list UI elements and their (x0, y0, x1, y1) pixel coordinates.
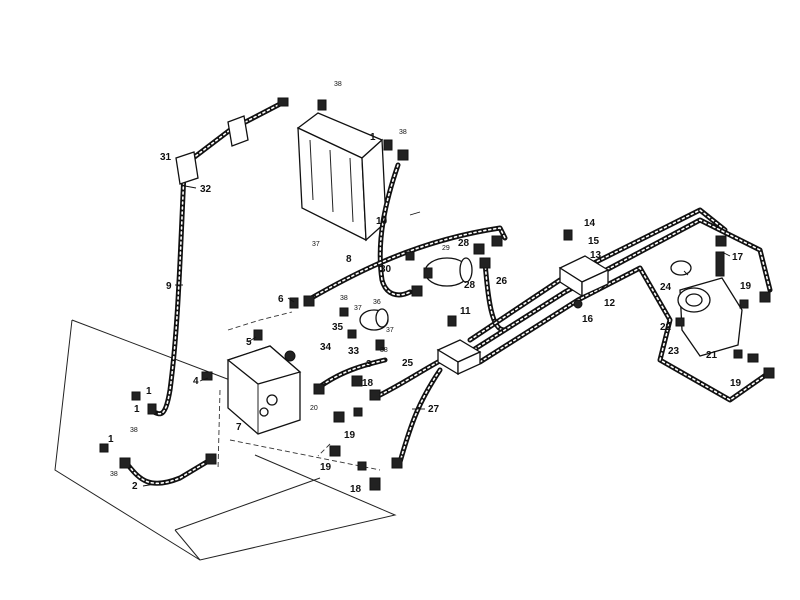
callout-26: 26 (496, 276, 508, 287)
callout-labels: 38 1 38 31 32 10 37 9 8 30 29 28 28 26 6… (108, 81, 752, 495)
callout-38: 38 (334, 81, 342, 88)
callout-34: 34 (320, 342, 332, 353)
callout-3: 3 (366, 359, 372, 370)
callout-38: 38 (380, 347, 388, 354)
callout-20: 20 (310, 405, 318, 412)
valve-block-7 (226, 345, 302, 435)
callout-38: 38 (340, 295, 348, 302)
callout-25: 25 (402, 358, 414, 369)
callout-37: 37 (354, 305, 362, 312)
manifold-12 (558, 255, 610, 309)
hose-27 (397, 367, 443, 465)
callout-32: 32 (200, 184, 212, 195)
manifold-front (436, 339, 482, 376)
callout-1: 1 (108, 434, 114, 445)
callout-31: 31 (160, 152, 172, 163)
fittings (99, 97, 775, 491)
callout-37: 37 (386, 327, 394, 334)
callout-19: 19 (320, 462, 332, 473)
callout-18: 18 (362, 378, 374, 389)
callout-29: 29 (442, 245, 450, 252)
callout-9: 9 (166, 281, 172, 292)
solenoid-36 (359, 308, 389, 331)
callout-37: 37 (312, 241, 320, 248)
callout-19: 19 (740, 281, 752, 292)
callout-27: 27 (428, 404, 440, 415)
o-ring-24 (670, 260, 692, 276)
leader-lines (142, 185, 731, 487)
hose-8 (305, 225, 508, 303)
callout-22: 22 (660, 322, 672, 333)
callout-36: 36 (373, 299, 381, 306)
callout-24: 24 (660, 282, 672, 293)
callout-11: 11 (460, 306, 471, 317)
hose-2 (125, 457, 213, 486)
callout-2: 2 (132, 481, 138, 492)
callout-19: 19 (344, 430, 356, 441)
callout-19: 19 (730, 378, 742, 389)
callout-10: 10 (376, 216, 388, 227)
callout-12: 12 (604, 298, 616, 309)
callout-30: 30 (380, 264, 392, 275)
callout-28: 28 (458, 238, 470, 249)
filter-29 (423, 257, 473, 287)
callout-35: 35 (332, 322, 344, 333)
callout-18: 18 (350, 484, 362, 495)
callout-5: 5 (246, 337, 252, 348)
callout-28: 28 (464, 280, 476, 291)
callout-1: 1 (134, 404, 140, 415)
hoses (125, 100, 773, 486)
dashed-lines (217, 311, 381, 471)
callout-15: 15 (588, 236, 600, 247)
callout-23: 23 (668, 346, 680, 357)
callout-8: 8 (346, 254, 352, 265)
pump-21 (677, 251, 743, 357)
callout-17: 17 (732, 252, 744, 263)
callout-4: 4 (193, 376, 199, 387)
clamp-31 (175, 151, 199, 185)
callout-21: 21 (706, 350, 718, 361)
callout-1: 1 (370, 132, 376, 143)
callout-38: 38 (130, 427, 138, 434)
callout-38: 38 (110, 471, 118, 478)
callout-33: 33 (348, 346, 360, 357)
clamp-top (227, 115, 249, 147)
callout-38: 38 (399, 129, 407, 136)
callout-7: 7 (236, 422, 242, 433)
callout-16: 16 (582, 314, 594, 325)
callout-1: 1 (146, 386, 152, 397)
floor-panel-outline (54, 319, 397, 561)
callout-13: 13 (590, 250, 602, 261)
callout-6: 6 (278, 294, 284, 305)
cooler-panel (296, 112, 387, 242)
callout-14: 14 (584, 218, 596, 229)
